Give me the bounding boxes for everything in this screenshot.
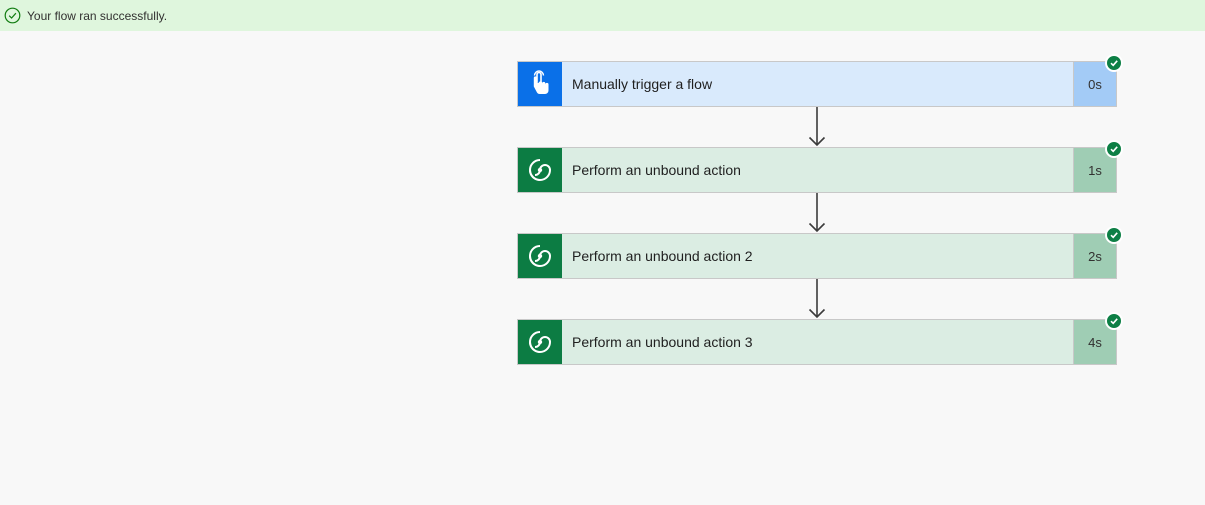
step-title: Perform an unbound action 3 [572,334,753,350]
trigger-icon-box [518,62,562,106]
flow-connector [517,279,1117,319]
banner-message: Your flow ran successfully. [27,8,168,23]
success-check-icon [1105,226,1123,244]
flow-canvas: Manually trigger a flow 0s Perform an un… [517,54,1123,365]
flow-connector [517,107,1117,147]
action-icon-box [518,148,562,192]
success-check-icon [1105,54,1123,72]
action-icon-box [518,234,562,278]
dataverse-icon [529,245,552,267]
action-icon-box [518,320,562,364]
step-title: Manually trigger a flow [572,76,713,92]
touch-hand-icon [533,70,549,94]
step-unbound-action-3[interactable]: Perform an unbound action 3 4s [517,312,1123,365]
step-manual-trigger[interactable]: Manually trigger a flow 0s [517,54,1123,107]
dataverse-icon [529,331,552,353]
step-title: Perform an unbound action 2 [572,248,753,264]
check-circle-icon [4,7,21,24]
step-unbound-action-2[interactable]: Perform an unbound action 2 2s [517,226,1123,279]
arrow-down-icon [808,193,826,233]
success-check-icon [1105,140,1123,158]
arrow-down-icon [808,279,826,319]
arrow-down-icon [808,107,826,147]
dataverse-icon [529,159,552,181]
step-duration: 2s [1073,234,1116,278]
success-check-icon [1105,312,1123,330]
step-unbound-action-1[interactable]: Perform an unbound action 1s [517,140,1123,193]
step-title: Perform an unbound action [572,162,741,178]
flow-connector [517,193,1117,233]
success-banner: Your flow ran successfully. [0,0,1205,31]
